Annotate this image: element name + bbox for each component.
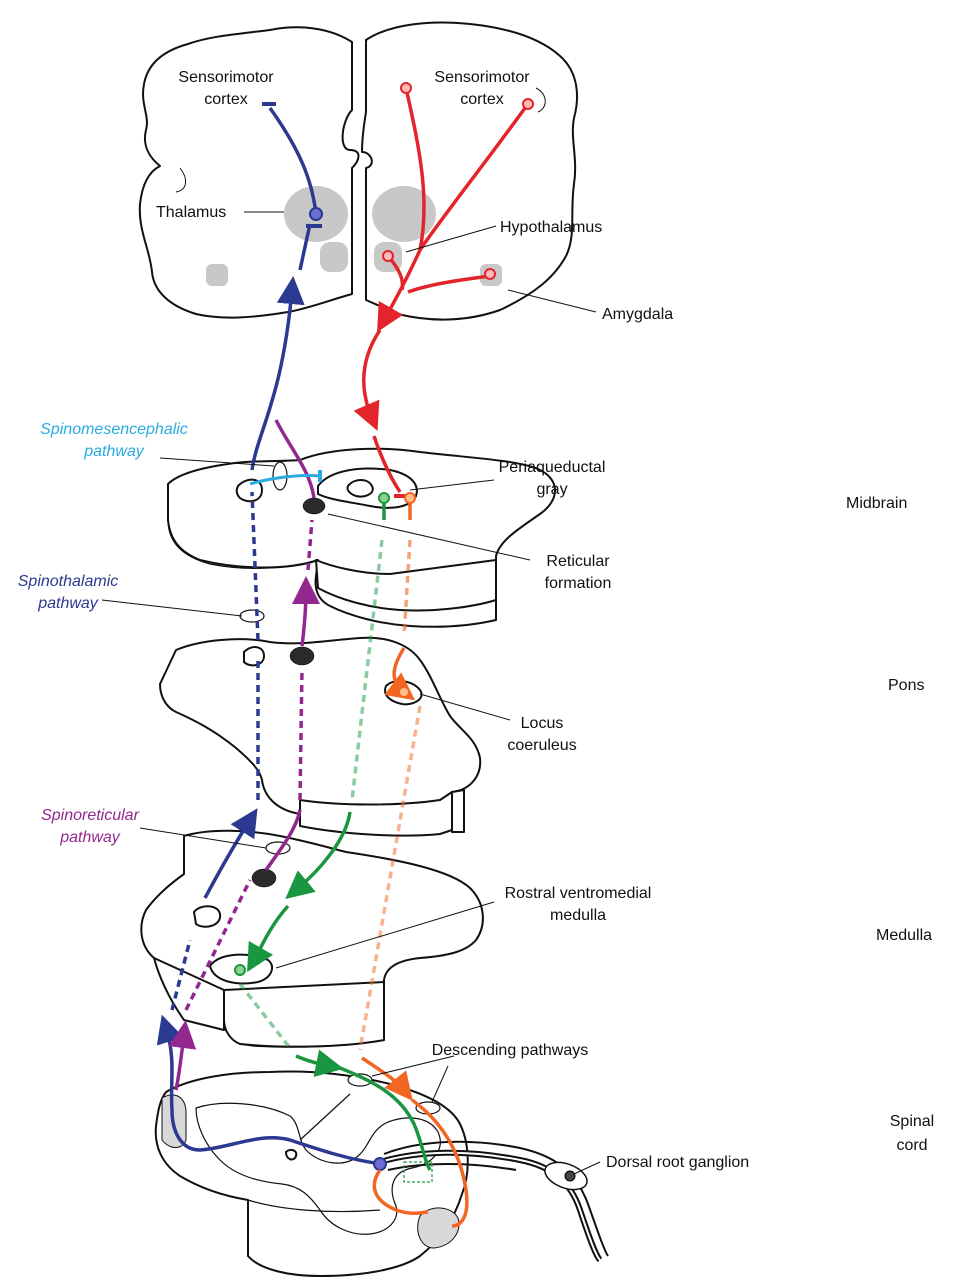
label-sensorimotor-right-2: cortex	[460, 91, 504, 108]
label-locus-1: Locus	[521, 715, 564, 732]
label-spinomesencephalic-2: pathway	[83, 443, 145, 460]
reticular-formation-medulla	[252, 869, 276, 887]
label-locus-2: coeruleus	[507, 737, 576, 754]
label-reticular-2: formation	[545, 575, 612, 592]
amygdala-left-nucleus	[206, 264, 228, 286]
label-medulla: Medulla	[876, 927, 932, 944]
label-spinothalamic-1: Spinothalamic	[18, 573, 119, 590]
label-periaqueductal-2: gray	[536, 481, 567, 498]
cortex-neuron-1	[401, 83, 411, 93]
brain-coronal-section	[140, 23, 577, 320]
label-spinothalamic-2: pathway	[37, 595, 99, 612]
label-spinoreticular-2: pathway	[59, 829, 121, 846]
label-rvm-2: medulla	[550, 907, 606, 924]
label-descending-pathways: Descending pathways	[432, 1042, 589, 1059]
label-spinal-cord-1: Spinal	[890, 1113, 934, 1130]
label-rvm-1: Rostral ventromedial	[505, 885, 652, 902]
dorsal-root-ganglion-cell	[565, 1171, 575, 1181]
label-amygdala: Amygdala	[602, 306, 673, 323]
hypothalamus-left-nucleus	[320, 242, 348, 272]
lc-neuron	[399, 687, 409, 697]
dorsal-horn-neuron	[374, 1158, 386, 1170]
pag-neuron	[379, 493, 389, 503]
label-spinal-cord-2: cord	[896, 1137, 927, 1154]
cortex-neuron-2	[523, 99, 533, 109]
label-thalamus: Thalamus	[156, 204, 226, 221]
label-pons: Pons	[888, 677, 924, 694]
reticular-formation-pons	[290, 647, 314, 665]
rvm-neuron	[235, 965, 245, 975]
reticular-formation-midbrain	[303, 498, 325, 514]
midbrain-slice	[168, 449, 555, 627]
pons-slice	[160, 610, 480, 836]
label-sensorimotor-right-1: Sensorimotor	[434, 69, 530, 86]
label-sensorimotor-left-1: Sensorimotor	[178, 69, 274, 86]
label-reticular-1: Reticular	[546, 553, 610, 570]
label-periaqueductal-1: Periaqueductal	[499, 459, 606, 476]
label-spinomesencephalic-1: Spinomesencephalic	[40, 421, 188, 438]
right-hemisphere	[362, 23, 577, 320]
label-spinoreticular-1: Spinoreticular	[41, 807, 140, 824]
label-midbrain: Midbrain	[846, 495, 907, 512]
thalamus-right-nucleus	[372, 186, 436, 242]
hypothalamus-neuron	[383, 251, 393, 261]
pag-neuron-orange	[405, 493, 415, 503]
medulla-slice	[141, 831, 483, 1047]
label-dorsal-root-ganglion: Dorsal root ganglion	[606, 1154, 749, 1171]
amygdala-neuron	[485, 269, 495, 279]
label-hypothalamus: Hypothalamus	[500, 219, 602, 236]
spinal-cord-slice	[156, 1072, 608, 1277]
label-sensorimotor-left-2: cortex	[204, 91, 248, 108]
spinothalamic-tract	[240, 610, 264, 622]
thalamic-relay-neuron	[310, 208, 322, 220]
